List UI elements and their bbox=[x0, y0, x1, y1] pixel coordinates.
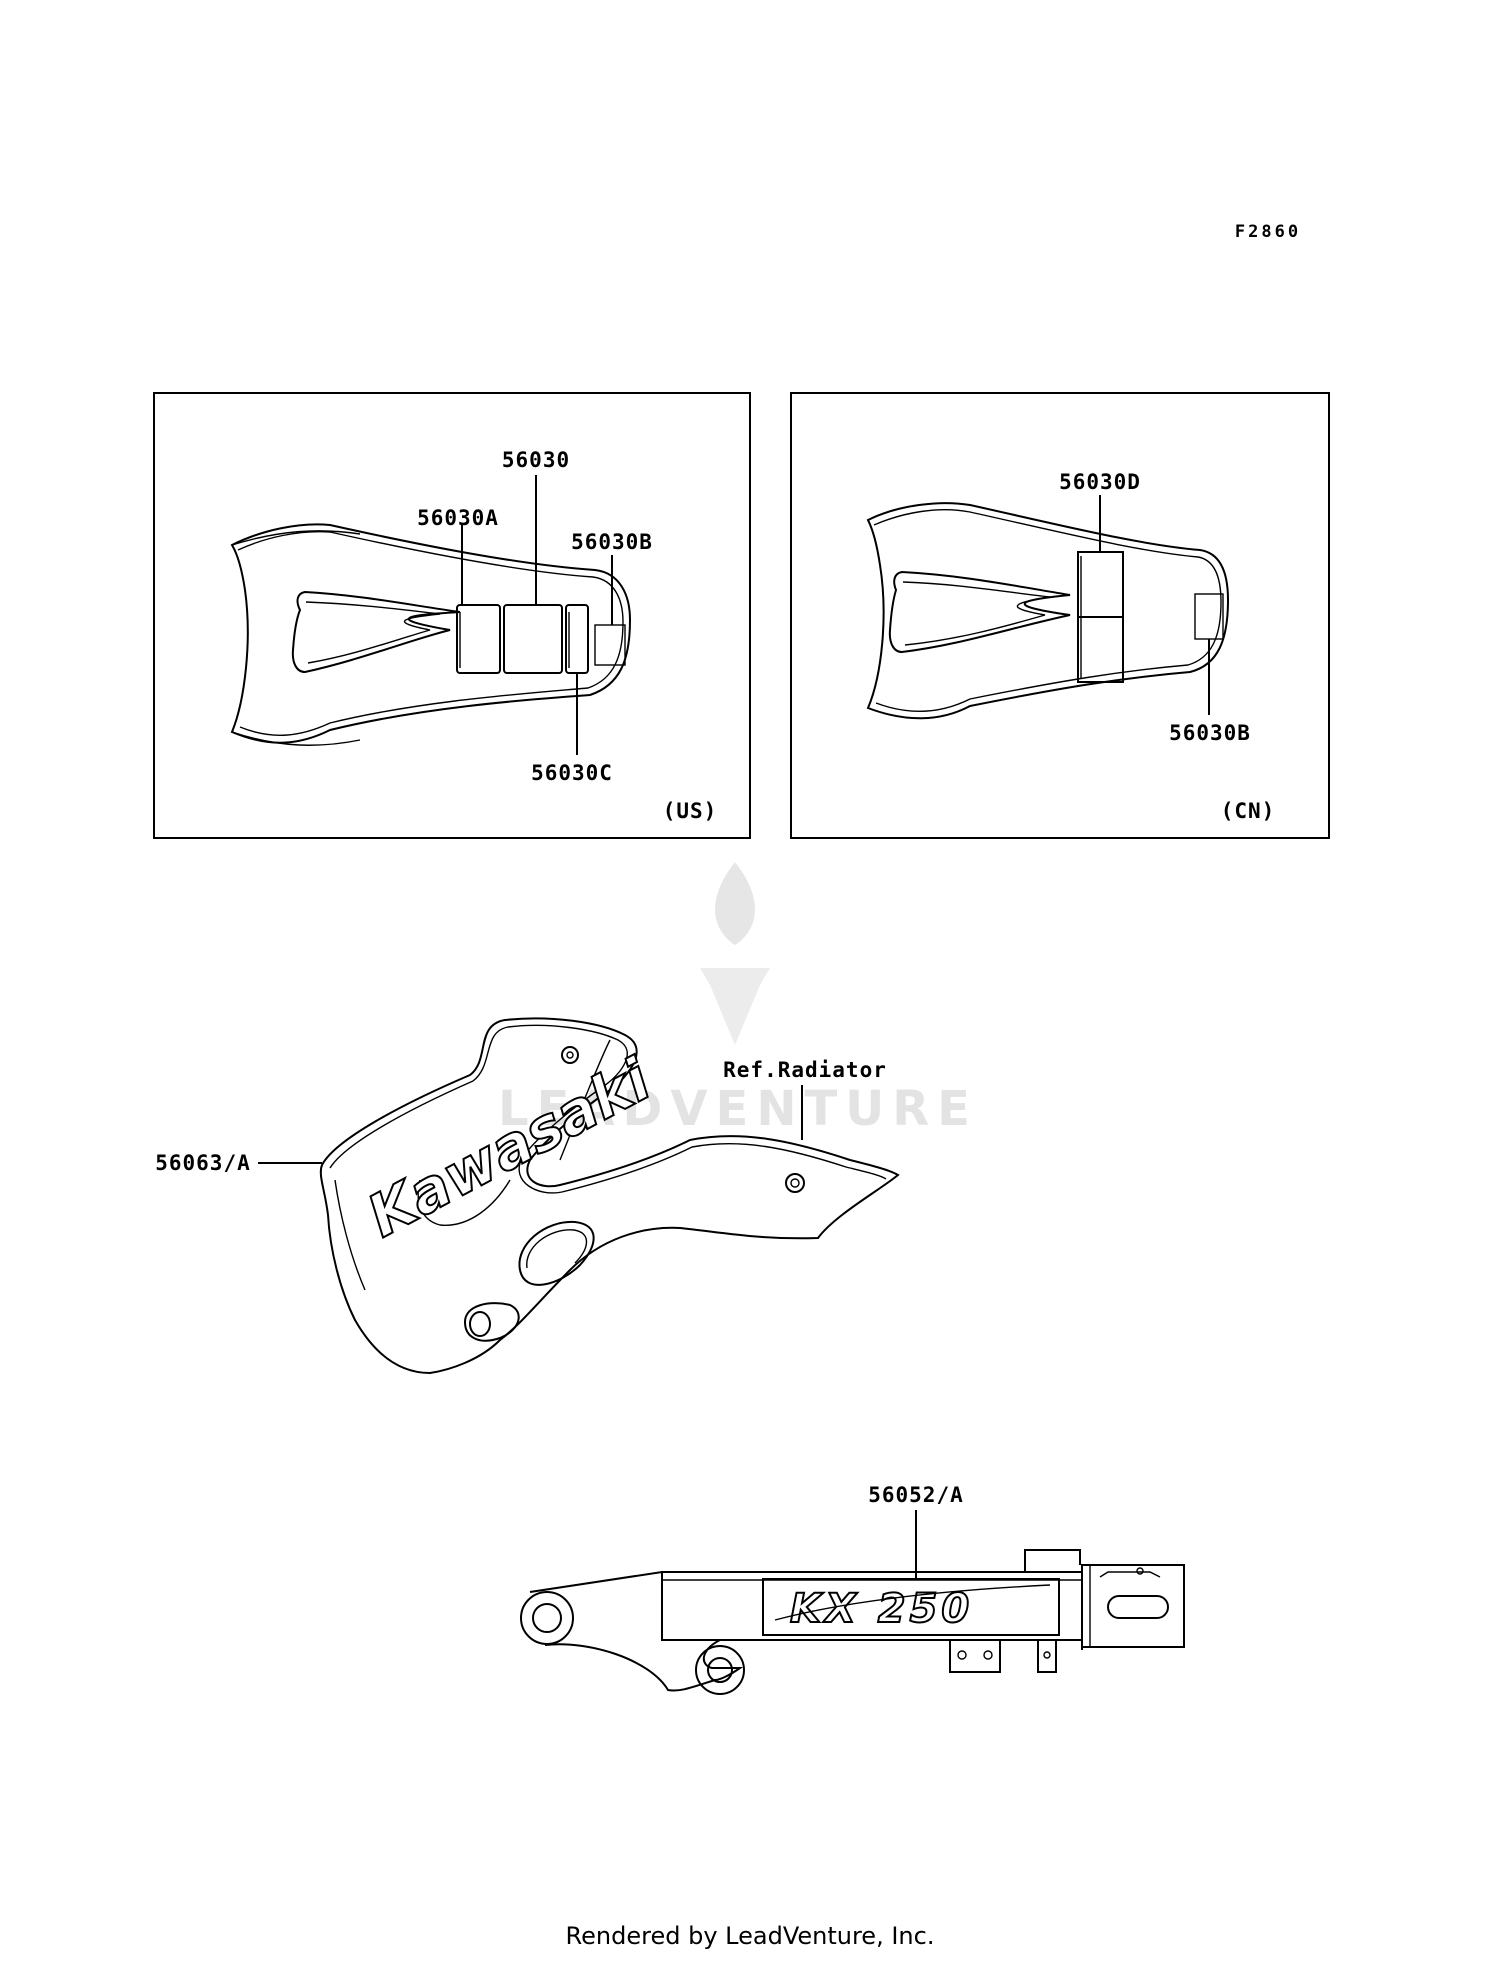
callout-56030C: 56030C bbox=[531, 761, 613, 785]
decal-56030 bbox=[503, 604, 563, 674]
us-seat-drawing bbox=[230, 523, 632, 746]
swingarm-bracket bbox=[949, 1639, 1001, 1673]
callout-56052A: 56052/A bbox=[868, 1483, 964, 1507]
swingarm-axle-slot bbox=[1107, 1595, 1169, 1619]
figure-code: F2860 bbox=[1235, 222, 1301, 242]
callout-56030: 56030 bbox=[502, 448, 570, 472]
flame-icon bbox=[715, 862, 755, 945]
cn-seat-panel: 56030D 56030B (CN) bbox=[790, 392, 1330, 839]
swingarm-axle-block bbox=[1081, 1564, 1185, 1648]
reference-radiator: Ref.Radiator bbox=[723, 1058, 887, 1082]
decal-56030B-cn bbox=[1194, 593, 1224, 640]
shroud-vent-lower bbox=[463, 1302, 520, 1342]
swingarm: KX 250 56052/A bbox=[520, 1483, 1185, 1695]
callout-56030A: 56030A bbox=[417, 506, 499, 530]
shroud-bolt-rear bbox=[785, 1173, 805, 1193]
radiator-shroud: Kawasaki 56063/A Ref.Radiator bbox=[155, 1017, 900, 1375]
swingarm-logo-text: KX 250 bbox=[790, 1586, 973, 1632]
shroud-vent-upper bbox=[518, 1220, 595, 1286]
us-panel-frame bbox=[153, 392, 751, 839]
decal-56030A bbox=[456, 604, 501, 674]
watermark-text: LEADVENTURE bbox=[498, 1081, 978, 1137]
cn-seat-drawing bbox=[866, 502, 1230, 720]
chevron-logo-icon bbox=[700, 968, 770, 1045]
swingarm-decal bbox=[762, 1578, 1060, 1636]
shroud-logo-text: Kawasaki bbox=[357, 1045, 663, 1251]
cn-panel-frame bbox=[790, 392, 1330, 839]
callout-56030B-cn: 56030B bbox=[1169, 721, 1251, 745]
region-label-us: (US) bbox=[663, 799, 718, 823]
watermark: LEADVENTURE bbox=[498, 862, 978, 1137]
region-label-cn: (CN) bbox=[1221, 799, 1276, 823]
swingarm-pivot-outer bbox=[520, 1591, 574, 1645]
footer-credit: Rendered by LeadVenture, Inc. bbox=[566, 1922, 935, 1950]
decal-56030B bbox=[594, 624, 626, 666]
swingarm-lower-boss bbox=[695, 1645, 745, 1695]
shroud-bolt-upper bbox=[561, 1046, 579, 1064]
callout-56030D: 56030D bbox=[1059, 470, 1141, 494]
callout-56063A: 56063/A bbox=[155, 1151, 251, 1175]
callout-56030B-us: 56030B bbox=[571, 530, 653, 554]
us-seat-panel: 56030 56030A 56030B 56030C (US) bbox=[153, 392, 751, 839]
